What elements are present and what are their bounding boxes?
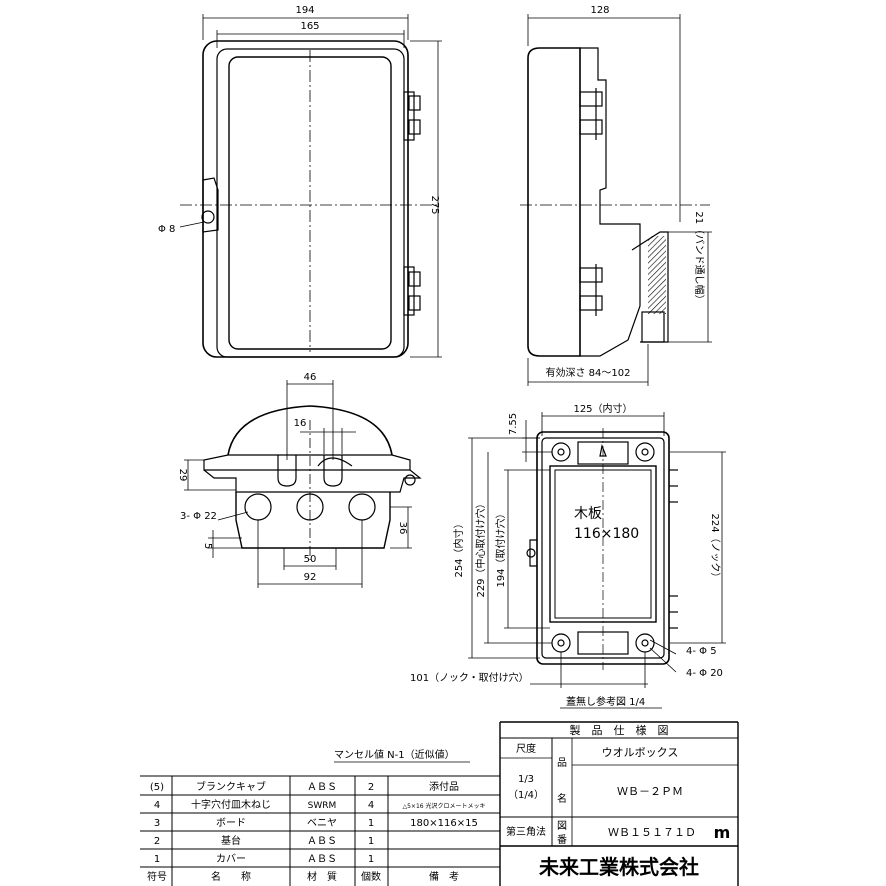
row-5-mat: ＡＢＳ (307, 782, 337, 793)
mei-label: 名 (557, 792, 567, 805)
rear-view (468, 412, 726, 688)
row-2-mat: ＡＢＳ (307, 836, 337, 847)
board-label: 木板 (574, 506, 602, 522)
board-size: 116×180 (574, 526, 639, 542)
dim-hole: Φ 8 (158, 224, 175, 235)
header-mat: 材 質 (307, 870, 337, 883)
ban-label: 番 (557, 834, 567, 846)
inner-width: 125（内寸） (573, 402, 632, 415)
row-3-mat: ベニヤ (307, 817, 337, 829)
row-4-name: 十字穴付皿木ねじ (191, 798, 271, 811)
row-3-qty: 1 (368, 818, 374, 829)
side-view (520, 14, 712, 386)
holes-22: 3- Φ 22 (180, 511, 217, 522)
row-1-qty: 1 (368, 854, 374, 865)
parts-table (140, 775, 500, 886)
dim-16: 16 (294, 418, 307, 429)
row-4-mat: SWRM (308, 801, 337, 811)
row-2-qty: 1 (368, 836, 374, 847)
row-3-no: 3 (154, 818, 160, 829)
row-1-name: カバー (216, 853, 246, 865)
row-3-name: ボード (216, 817, 246, 829)
dim-height: 275 (429, 195, 440, 214)
dim-92: 92 (304, 572, 317, 583)
row-5-qty: 2 (368, 782, 374, 793)
product-name: ウオルボックス (602, 746, 679, 759)
hin-label: 品 (557, 757, 567, 769)
drawing-no: ＷＢ１５１７１Ｄ (608, 826, 696, 839)
dim-depth: 128 (590, 5, 609, 16)
dim-7-55: 7.55 (508, 413, 519, 435)
zu-label: 図 (557, 820, 567, 832)
row-5-note: 添付品 (429, 780, 459, 793)
spec-text: 製 品 仕 様 図 尺度 1/3 （1/4） 品 名 ウオルボックス ＷＢ－２Ｐ… (506, 723, 730, 879)
dim-46: 46 (304, 372, 317, 383)
row-3-note: 180×116×15 (410, 818, 478, 829)
company-logo: m (714, 823, 731, 842)
knock-dim: 224（ノック） (709, 514, 721, 583)
header-qty: 個数 (361, 870, 381, 883)
dim-50: 50 (304, 554, 317, 565)
spec-title: 製 品 仕 様 図 (570, 723, 669, 737)
holes-5: 4- Φ 5 (686, 646, 717, 657)
row-5-name: ブランクキャブ (196, 780, 266, 793)
row-4-no: 4 (154, 800, 160, 811)
parts-table-cells: (5) ブランクキャブ ＡＢＳ 2 添付品 4 十字穴付皿木ねじ SWRM 4 … (147, 780, 486, 883)
rear-caption: 蓋無し参考図 1/4 (566, 695, 645, 708)
row-4-note: △5×16 光沢クロメートメッキ (402, 802, 485, 810)
dim-width-outer: 194 (295, 5, 314, 16)
scale-value-1: 1/3 (518, 774, 534, 785)
product-code: ＷＢ－２ＰＭ (617, 785, 683, 798)
header-no: 符号 (147, 870, 167, 883)
bottom-view (184, 380, 422, 588)
row-1-no: 1 (154, 854, 160, 865)
dim-29: 29 (177, 469, 188, 482)
row-4-qty: 4 (368, 800, 374, 811)
knock-mount: 101（ノック・取付け穴） (410, 671, 529, 684)
company-name: 未来工業株式会社 (539, 855, 699, 879)
mount-holes: 194（取付け穴） (494, 508, 507, 587)
dim-5: 5 (202, 543, 213, 549)
header-note: 備 考 (429, 870, 459, 883)
spec-block (499, 721, 739, 886)
row-2-name: 基台 (221, 834, 241, 847)
dim-width-inner: 165 (300, 21, 319, 32)
holes-20: 4- Φ 20 (686, 668, 723, 679)
munsell-value: マンセル値 N-1（近似値） (334, 748, 455, 761)
scale-label: 尺度 (516, 742, 536, 755)
row-1-mat: ＡＢＳ (307, 854, 337, 865)
inner-height: 254（内寸） (452, 518, 465, 577)
row-2-no: 2 (154, 836, 160, 847)
row-5-no: (5) (150, 782, 164, 793)
band-label: 21（バンド通し幅） (693, 211, 706, 304)
center-holes: 229（中心取付け穴） (474, 498, 487, 597)
header-name: 名 称 (211, 870, 251, 883)
scale-value-2: （1/4） (508, 789, 544, 801)
front-view (179, 14, 442, 358)
dim-36: 36 (397, 522, 408, 535)
angle-label: 第三角法 (506, 825, 546, 838)
effective-depth: 有効深さ 84～102 (546, 366, 631, 379)
